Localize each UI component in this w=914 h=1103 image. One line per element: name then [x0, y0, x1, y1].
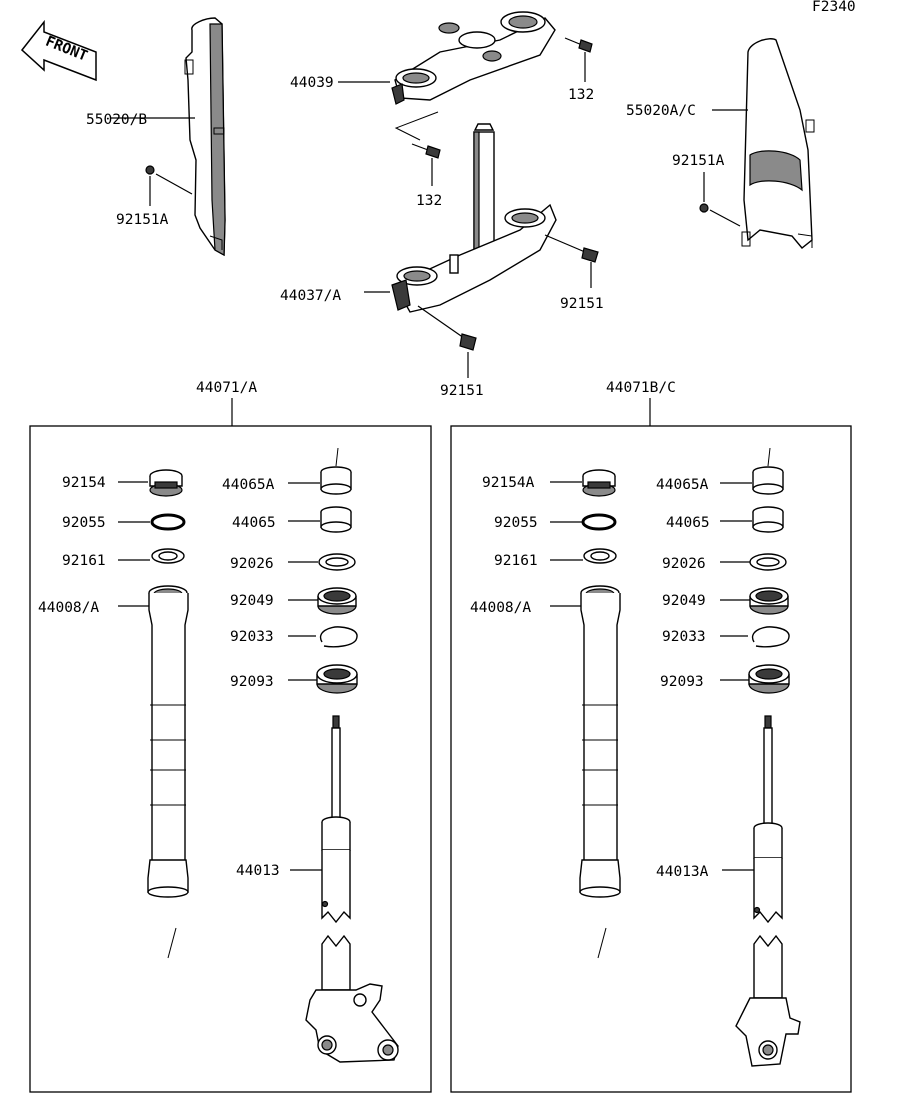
left-fork-frame: [29, 425, 432, 1093]
o-ring-icon: [150, 513, 186, 531]
bushing-icon: [752, 506, 784, 533]
label-right-inner-tube: 44013A: [656, 864, 709, 880]
label-upper-bracket-bolt-lower: 132: [416, 193, 442, 209]
label-right-outer-tube: 44008/A: [470, 600, 531, 616]
label-left-bushing-a: 44065A: [222, 477, 275, 493]
label-right-o-ring: 92055: [494, 515, 538, 531]
front-arrow-icon: FRONT: [20, 19, 97, 82]
label-top-left-bolt: 92151A: [116, 212, 169, 228]
bushing-a-icon: [752, 447, 784, 495]
label-left-assembly: 44071/A: [196, 380, 257, 396]
label-upper-bracket-bolt-right: 132: [568, 87, 594, 103]
bolt-icon: [411, 143, 441, 159]
label-left-bushing: 44065: [232, 515, 276, 531]
bolt-icon: [145, 165, 155, 175]
label-top-left-guard: 55020/B: [86, 112, 147, 128]
spacer-icon: [151, 548, 185, 564]
circlip-icon: [319, 626, 358, 648]
label-left-outer-tube: 44008/A: [38, 600, 99, 616]
label-top-right-bolt: 92151A: [672, 153, 725, 169]
outer-tube-icon: [147, 585, 189, 898]
inner-tube-icon: [305, 715, 399, 1063]
left-fork-guard-illustration: [184, 17, 226, 257]
label-upper-bracket: 44039: [290, 75, 334, 91]
label-lower-bracket: 44037/A: [280, 288, 341, 304]
oil-seal-icon: [749, 587, 789, 615]
right-fork-frame: [450, 425, 852, 1093]
bolt-icon: [581, 247, 599, 263]
label-left-spacer: 92161: [62, 553, 106, 569]
label-right-dust-seal: 92093: [660, 674, 704, 690]
label-right-oil-seal: 92049: [662, 593, 706, 609]
label-right-bushing-a: 44065A: [656, 477, 709, 493]
bolt-icon: [699, 203, 709, 213]
bolt-icon: [564, 37, 593, 53]
label-left-dust-seal: 92093: [230, 674, 274, 690]
outer-tube-icon: [579, 585, 621, 898]
label-right-spacer: 92161: [494, 553, 538, 569]
dust-seal-icon: [316, 664, 358, 694]
spacer-icon: [583, 548, 617, 564]
label-right-cap-bolt: 92154A: [482, 475, 535, 491]
label-left-o-ring: 92055: [62, 515, 106, 531]
label-left-washer: 92026: [230, 556, 274, 572]
upper-bracket-illustration: [391, 11, 556, 105]
right-fork-guard-illustration: [741, 38, 815, 249]
label-right-circlip: 92033: [662, 629, 706, 645]
label-left-circlip: 92033: [230, 629, 274, 645]
cap-bolt-icon: [582, 469, 616, 497]
bolt-icon: [459, 333, 477, 351]
washer-icon: [318, 553, 356, 571]
label-left-oil-seal: 92049: [230, 593, 274, 609]
o-ring-icon: [581, 513, 617, 531]
bushing-a-icon: [320, 447, 352, 495]
dust-seal-icon: [748, 664, 790, 694]
label-top-right-guard: 55020A/C: [626, 103, 696, 119]
oil-seal-icon: [317, 587, 357, 615]
diagram-code: F2340: [812, 0, 856, 15]
circlip-icon: [751, 626, 790, 648]
label-left-inner-tube: 44013: [236, 863, 280, 879]
label-left-cap-bolt: 92154: [62, 475, 106, 491]
washer-icon: [749, 553, 787, 571]
label-right-assembly: 44071B/C: [606, 380, 676, 396]
cap-bolt-icon: [149, 469, 183, 497]
label-right-bushing: 44065: [666, 515, 710, 531]
bushing-icon: [320, 506, 352, 533]
inner-tube-icon: [735, 715, 801, 1067]
lower-bracket-illustration: [391, 123, 557, 313]
label-lower-bracket-bolt-bottom: 92151: [440, 383, 484, 399]
label-lower-bracket-bolt-right: 92151: [560, 296, 604, 312]
label-right-washer: 92026: [662, 556, 706, 572]
